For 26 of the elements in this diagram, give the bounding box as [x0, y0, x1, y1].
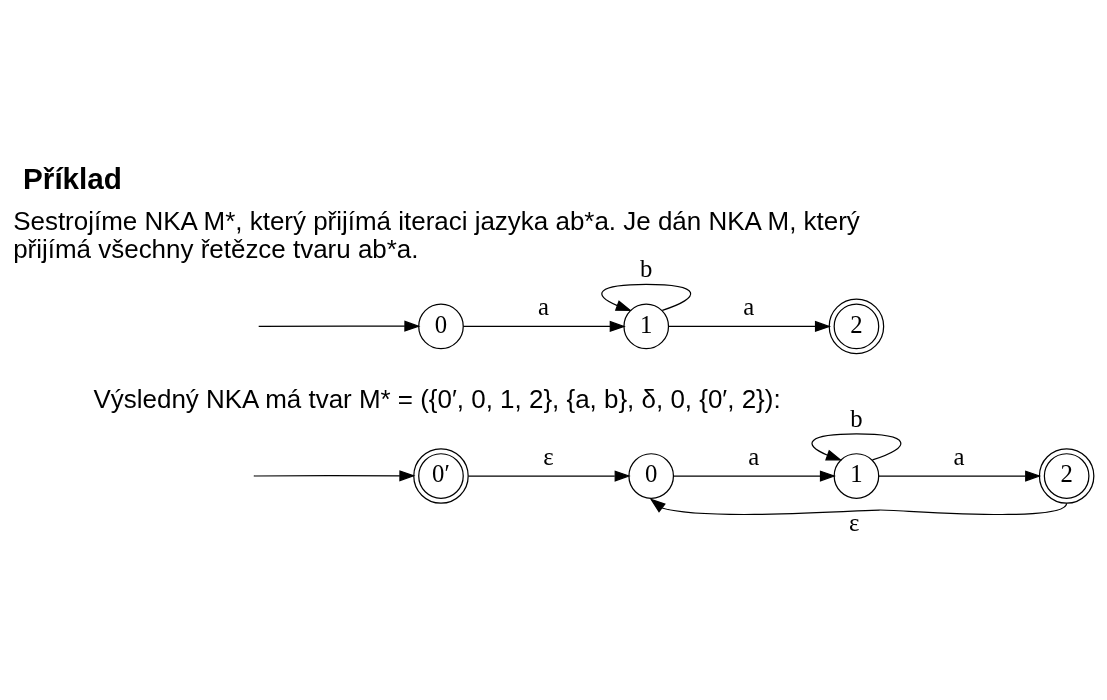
- arrow: [467, 470, 631, 482]
- arrow: [878, 470, 1042, 482]
- edge-label: a: [743, 293, 755, 321]
- arrow: [649, 498, 1068, 516]
- edge-label: a: [748, 442, 760, 470]
- node-circle: 2: [828, 298, 885, 355]
- arrow: [668, 320, 832, 333]
- edge-label: ε: [543, 442, 554, 470]
- node-circle: 0′: [413, 448, 469, 504]
- node-circle: 0: [418, 303, 464, 350]
- edge-label: a: [953, 442, 965, 470]
- node-circle: 1: [833, 453, 880, 499]
- edge-label: ε: [848, 508, 860, 536]
- arrow: [672, 470, 836, 482]
- node-circle: 1: [623, 303, 670, 350]
- node-circle: 0: [628, 453, 675, 499]
- arrow: [811, 433, 902, 461]
- edge-label: b: [850, 404, 863, 432]
- node-circle: 2: [1038, 448, 1095, 504]
- arrow: [601, 283, 692, 311]
- arrow: [258, 320, 421, 332]
- edge-label: a: [538, 293, 550, 321]
- diagram-title: Příklad: [23, 162, 122, 196]
- label: Výsledný NKA má tvar M* = ({0′, 0, 1, 2}, {a, b}, δ, 0, {0′, 2}):: [93, 383, 781, 414]
- arrow: [462, 320, 626, 333]
- arrow: [253, 470, 416, 482]
